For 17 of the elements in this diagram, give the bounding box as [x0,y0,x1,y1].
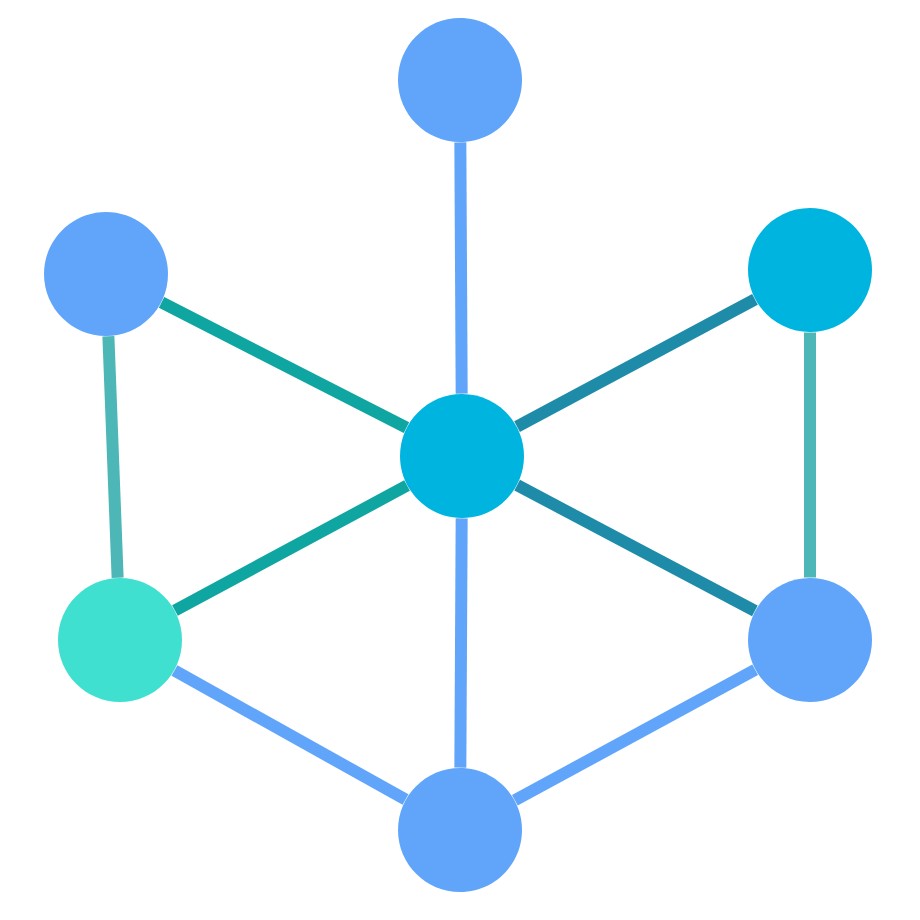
circle-node [748,208,872,332]
connector-line [158,297,410,433]
connector-line [454,518,468,768]
connector-line [454,142,468,394]
connector-line [171,665,409,805]
circle-node [748,578,872,702]
connector-line [512,664,759,806]
circle-node [400,394,524,518]
circle-node [44,212,168,336]
connector-line [172,480,410,616]
connector-line [514,294,758,432]
connector-line [804,332,816,578]
circle-node [58,578,182,702]
connector-line [102,336,124,578]
connector-line [514,479,758,617]
circle-node [398,768,522,892]
circle-node [398,18,522,142]
